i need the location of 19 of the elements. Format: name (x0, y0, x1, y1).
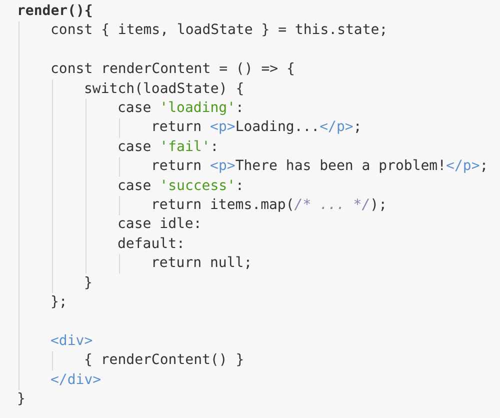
code-line: case 'success': (118, 176, 244, 196)
code-line: default: (118, 234, 185, 254)
code-line: render(){ (17, 2, 93, 21)
code-line: <div> (50, 332, 93, 351)
code-line: case 'loading': (118, 99, 244, 118)
code-line: const renderContent = () => { (50, 60, 295, 80)
code-line: return items.map(/* ... */); (151, 196, 388, 215)
code-line: return <p>Loading...</p>; (151, 118, 362, 138)
code-line: switch(loadState) { (84, 80, 244, 99)
code-line: case idle: (118, 215, 202, 234)
code-line: return <p>There has been a problem!</p>; (151, 157, 488, 176)
code-line: return null; (151, 254, 252, 274)
code-line: } (84, 274, 92, 293)
code-line: case 'fail': (118, 138, 219, 157)
code-line: const { items, loadState } = this.state; (50, 21, 388, 40)
code-line: </div> (50, 370, 102, 390)
code-line: } (17, 390, 26, 409)
code-line: { renderContent() } (84, 351, 244, 370)
code-line: }; (50, 293, 68, 312)
